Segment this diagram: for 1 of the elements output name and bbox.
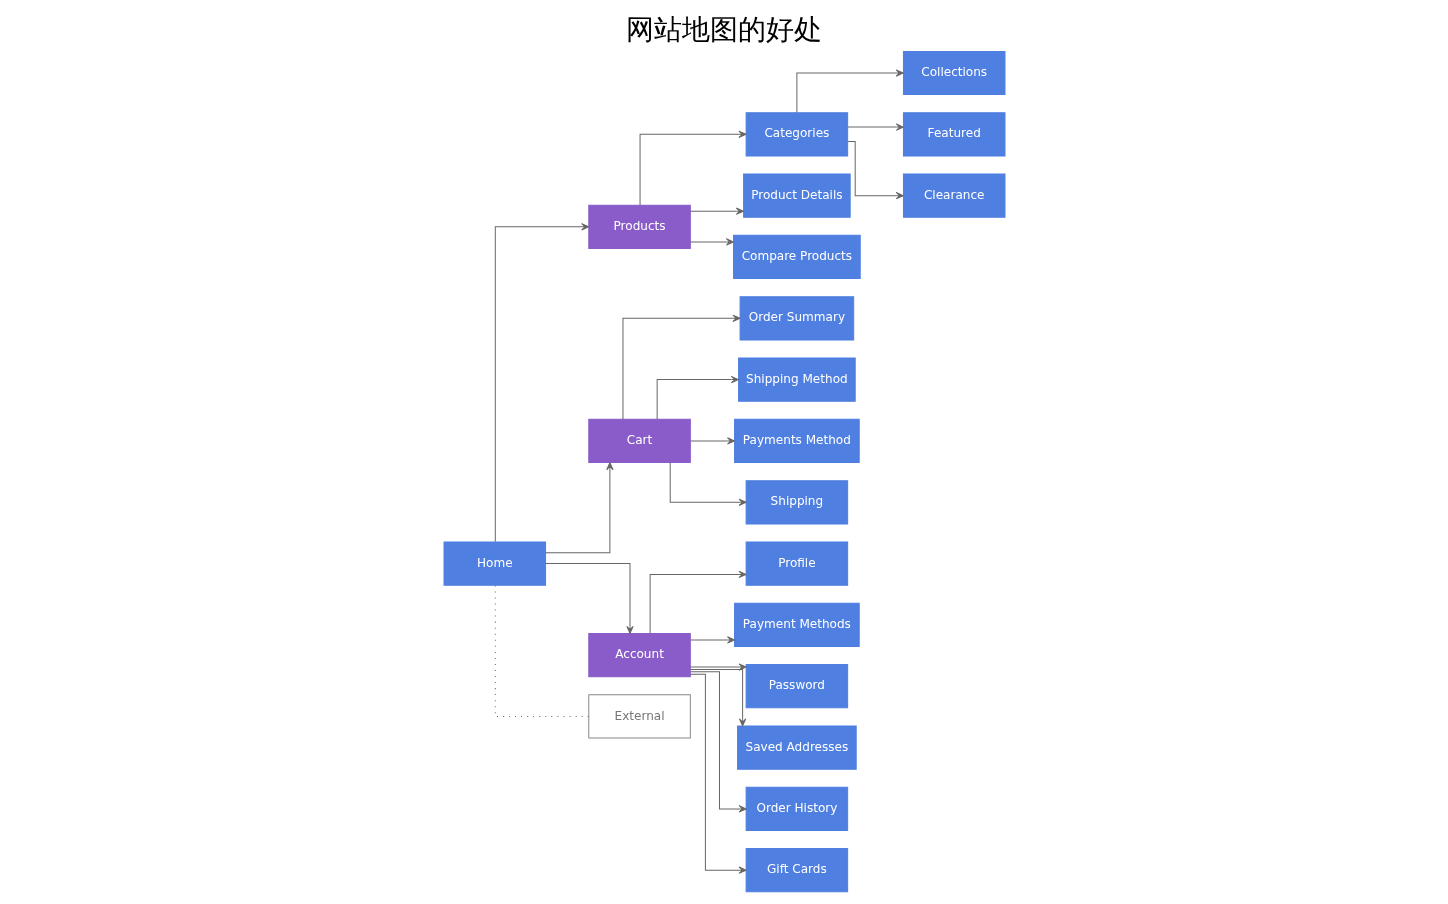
diagram-title: 网站地图的好处 [626, 12, 822, 46]
